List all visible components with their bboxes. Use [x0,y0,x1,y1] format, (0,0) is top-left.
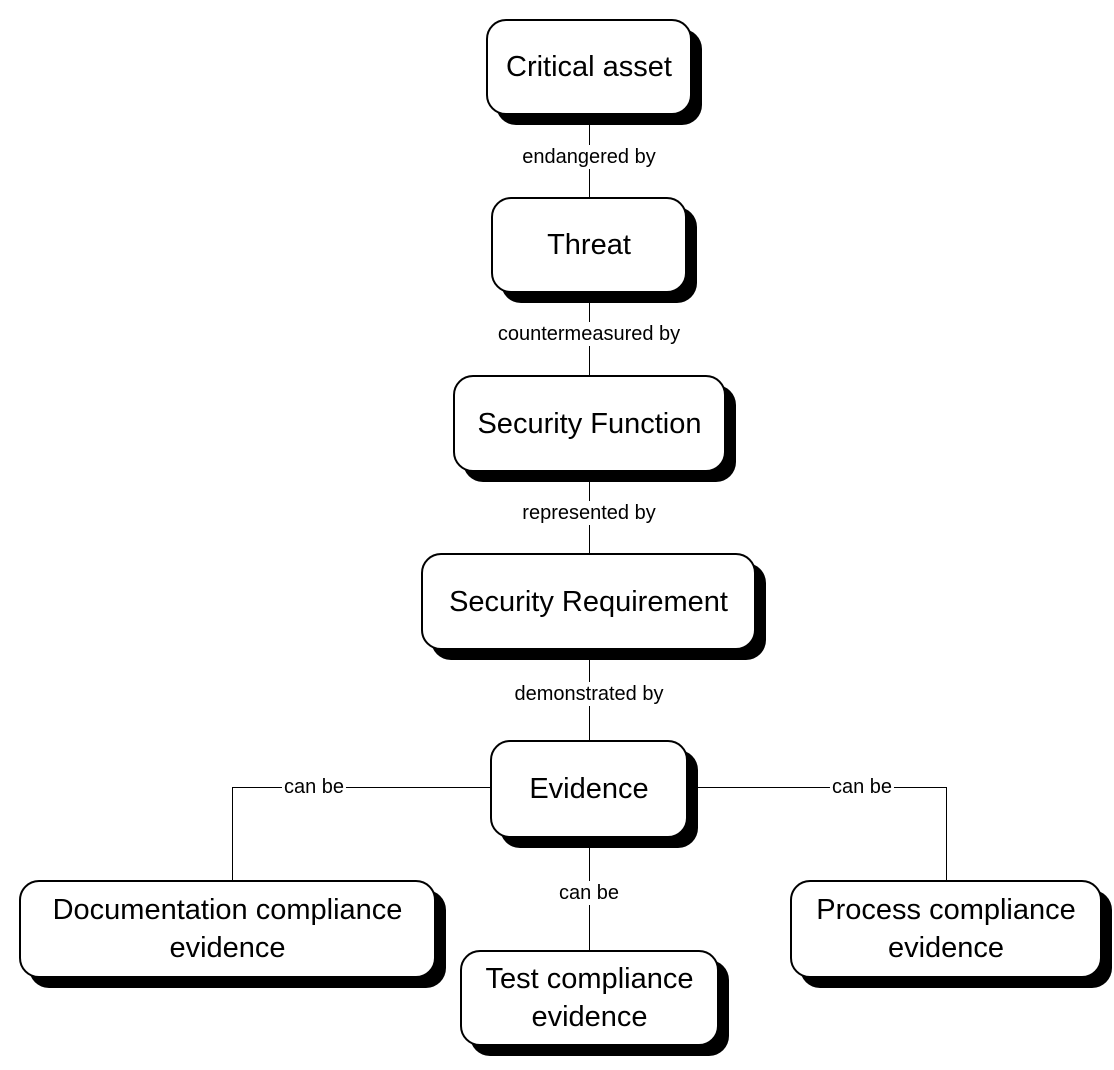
node-evidence: Evidence [490,740,688,838]
node-label-line-1: Process compliance [816,894,1076,926]
connector-evidence-process-v [946,787,947,882]
edge-label-represented-by: represented by [520,501,658,525]
node-label: Security Function [477,407,702,440]
edge-label-demonstrated-by: demonstrated by [512,682,666,706]
node-security-requirement: Security Requirement [421,553,756,650]
edge-label-can-be-documentation: can be [281,775,347,799]
edge-label-endangered-by: endangered by [520,145,658,169]
node-label: Critical asset [506,51,672,83]
connector-evidence-documentation-h [232,787,491,788]
node-label-line-2: evidence [169,932,286,964]
node-label: Security Requirement [449,585,728,618]
node-process-compliance-evidence: Process compliance evidence [790,880,1102,978]
edge-label-can-be-process: can be [829,775,895,799]
connector-evidence-documentation-v [232,787,233,882]
node-documentation-compliance-evidence: Documentation compliance evidence [19,880,436,978]
node-label-line-2: evidence [531,1001,648,1033]
edge-label-countermeasured-by: countermeasured by [495,322,683,346]
node-label: Threat [547,229,631,261]
node-label-line-2: evidence [887,932,1005,964]
connector-evidence-process-h [688,787,946,788]
edge-label-can-be-test: can be [556,881,622,905]
node-security-function: Security Function [453,375,726,472]
node-test-compliance-evidence: Test compliance evidence [460,950,719,1046]
node-threat: Threat [491,197,687,293]
node-label-line-1: Documentation compliance [52,894,403,926]
node-label-line-1: Test compliance [485,963,694,995]
node-critical-asset: Critical asset [486,19,692,115]
node-label: Evidence [529,773,649,805]
